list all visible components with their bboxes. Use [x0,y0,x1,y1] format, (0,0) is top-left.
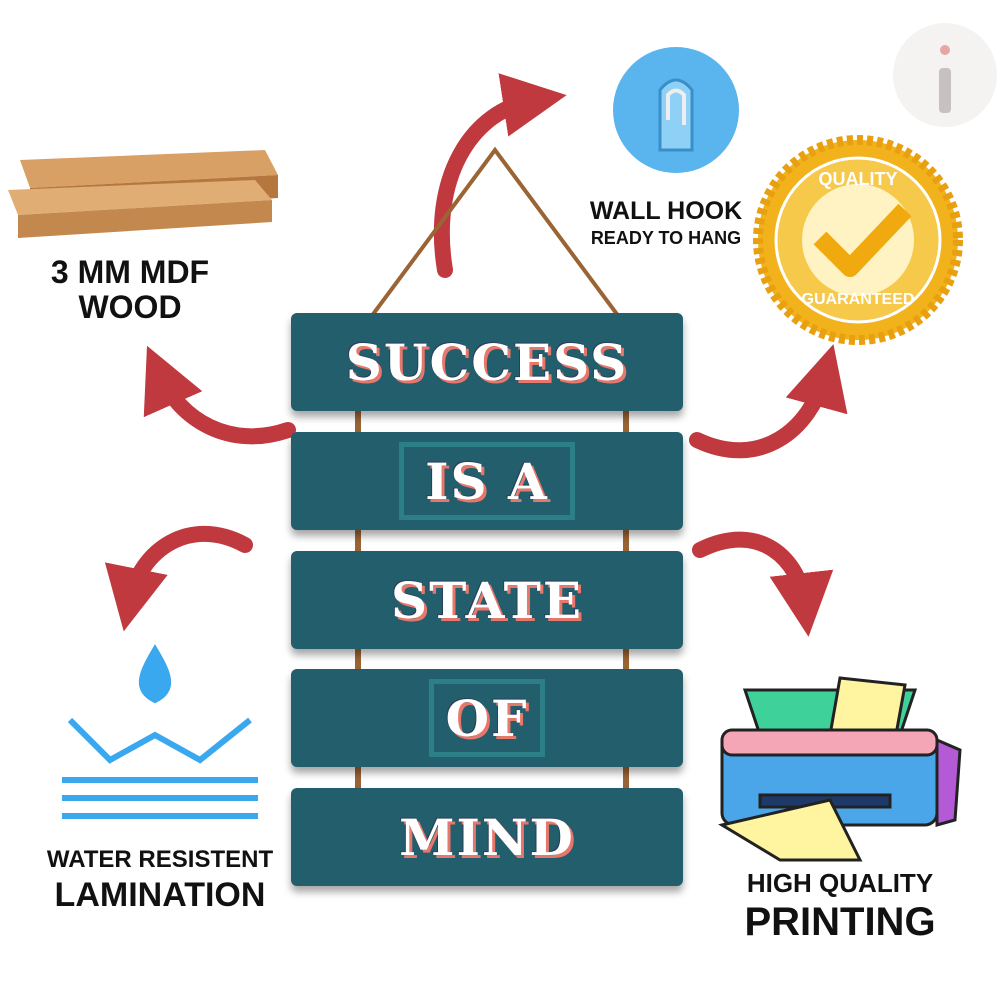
hook-label-line2: READY TO HANG [590,228,742,248]
arrow-right-lower [692,531,834,637]
quality-badge-icon [753,135,963,345]
wall-hook-icon [613,47,739,173]
badge-bottom-text: GUARANTEED [801,291,915,308]
plank-text: MIND [399,807,575,867]
printing-label-line1: HIGH QUALITY [746,868,934,898]
arrow-right-upper [689,344,848,459]
plank-text: OF [445,688,529,748]
arrow-left-lower [104,526,253,632]
plank-text: IS A [425,451,549,511]
sign-plank-5: MIND [291,788,683,886]
brand-logo [893,23,997,127]
sign-plank-2: IS A [291,432,683,530]
wood-planks-icon [8,150,278,238]
plank-frame [429,679,545,757]
arrow-top [433,73,567,278]
water-label-line2: LAMINATION [54,876,266,914]
sign-plank-4: OF [291,669,683,767]
plank-text: STATE [391,570,583,630]
wood-label-line2: WOOD [78,289,182,325]
arrow-left-upper [143,345,296,445]
water-resistant-icon [62,644,258,819]
badge-top-text: QUALITY [818,169,898,189]
hanging-rope [363,146,627,327]
printing-label-line2: PRINTING [744,900,936,944]
hook-label-line1: WALL HOOK [589,197,743,225]
printer-icon [718,676,962,862]
water-label-line1: WATER RESISTENT [46,846,274,873]
plank-frame [399,442,575,520]
sign-plank-1: SUCCESS [291,313,683,411]
sign-plank-3: STATE [291,551,683,649]
plank-text: SUCCESS [345,332,629,392]
wood-label-line1: 3 MM MDF [50,254,210,290]
